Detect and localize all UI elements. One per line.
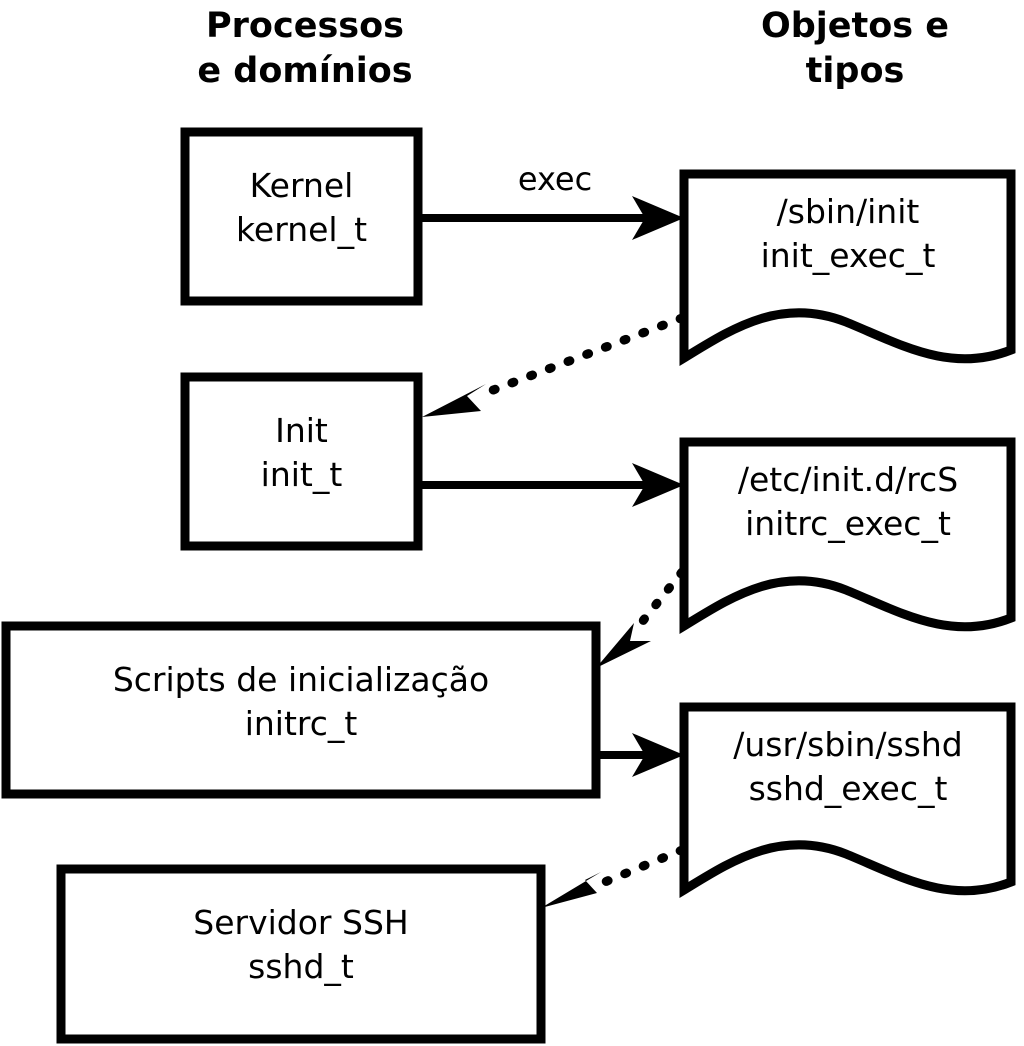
node-shape-init-exec[interactable] <box>679 169 1016 367</box>
node-label-initrc: Scripts de inicialização initrc_t <box>112 660 490 743</box>
node-label-sshd: Servidor SSH sshd_t <box>193 903 409 986</box>
arrowhead-icon <box>632 463 684 507</box>
node-shape-initrc-exec[interactable] <box>679 437 1016 635</box>
edge-init-exec-to-init <box>422 313 687 417</box>
node-shape-initrc[interactable] <box>1 621 601 799</box>
node-shape-init[interactable] <box>180 372 423 551</box>
edge-sshd-exec-to-sshd <box>541 845 687 908</box>
node-label-kernel: Kernel kernel_t <box>235 166 368 249</box>
node-shape-sshd-exec[interactable] <box>679 702 1016 899</box>
edge-kernel-to-init-exec <box>418 196 684 240</box>
arrowhead-icon <box>596 623 651 668</box>
edge-initrc-exec-to-initrc <box>596 567 687 668</box>
node-label-sshd-exec: /usr/sbin/sshd sshd_exec_t <box>733 725 963 808</box>
edge-initrc-to-sshd-exec <box>596 733 684 777</box>
edge-init-to-initrc-exec <box>418 463 684 507</box>
column-heading-objects: Objetos e tipos <box>760 6 950 91</box>
node-label-init-exec: /sbin/init init_exec_t <box>760 192 936 275</box>
node-label-initrc-exec: /etc/init.d/rcS initrc_exec_t <box>737 460 959 543</box>
arrowhead-icon <box>541 872 601 908</box>
arrowhead-icon <box>632 733 684 777</box>
node-label-init: Init init_t <box>260 411 343 494</box>
column-heading-processes: Processos e domínios <box>197 6 413 91</box>
edge-label-exec: exec <box>517 160 593 198</box>
arrowhead-icon <box>632 196 684 240</box>
node-shape-sshd[interactable] <box>56 864 546 1044</box>
arrowhead-icon <box>422 384 486 417</box>
node-shape-kernel[interactable] <box>180 127 423 306</box>
